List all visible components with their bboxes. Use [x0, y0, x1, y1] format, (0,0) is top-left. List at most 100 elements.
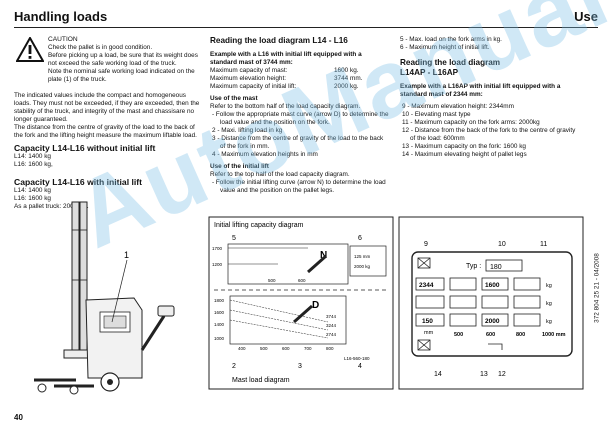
- load-diagram-figure: Initial lifting capacity diagram 5 6 170…: [208, 216, 394, 390]
- svg-text:3244: 3244: [326, 323, 337, 328]
- svg-text:1000 mm: 1000 mm: [542, 332, 566, 338]
- plate-legend-item: 12 - Distance from the back of the fork …: [402, 127, 576, 142]
- svg-text:500: 500: [268, 278, 276, 283]
- diagram-label-6: 6: [358, 235, 362, 242]
- header-title-left: Handling loads: [14, 9, 108, 24]
- mast-item: 4 - Maximum elevation heights in mm: [212, 151, 318, 158]
- mast-load-diagram-caption: Mast load diagram: [232, 377, 290, 384]
- plate-label-9: 9: [424, 241, 428, 248]
- legend-item: 6 - Maximum height of initial lift.: [400, 44, 490, 51]
- caution-line: Check the pallet is in good condition.: [48, 44, 153, 51]
- svg-text:1000: 1000: [214, 336, 225, 341]
- plate-label-10: 10: [498, 241, 506, 248]
- document-code-vertical: 372 804 25 21 - 04/2008: [593, 253, 601, 323]
- plate-row2-height: 150: [422, 318, 433, 325]
- init-intro: Refer to the top half of the load capaci…: [210, 171, 350, 178]
- svg-text:2000 kg: 2000 kg: [354, 264, 371, 269]
- plate-label-12: 12: [498, 371, 506, 378]
- spec-row: Maximum capacity of initial lift:2000 kg…: [210, 83, 359, 90]
- heading-capacity-without-lift: Capacity L14-L16 without initial lift: [14, 143, 156, 153]
- heading-reading-diagram-ap: Reading the load diagram: [400, 58, 501, 67]
- diagram-code: L16-560-180: [344, 356, 370, 361]
- capacity-plate-figure: 9 10 11 Typ : 180 2344 1600 kg kg 150 20…: [398, 216, 584, 390]
- caution-block: CAUTION Check the pallet is in good cond…: [14, 36, 200, 92]
- plate-row1-capacity: 1600: [485, 282, 500, 289]
- heading-reading-diagram-l14-l16: Reading the load diagram L14 - L16: [210, 36, 348, 45]
- figure-label-1: 1: [124, 250, 129, 260]
- truck-illustration: 1: [34, 201, 175, 395]
- svg-text:1200: 1200: [212, 262, 223, 267]
- example-l16: Example with a L16 with initial lift equ…: [210, 51, 362, 66]
- svg-text:400: 400: [238, 346, 246, 351]
- svg-text:700: 700: [304, 346, 312, 351]
- svg-text:1700: 1700: [212, 246, 223, 251]
- plate-row1-height: 2344: [419, 282, 434, 289]
- plate-legend-item: 14 - Maximum elevating height of pallet …: [402, 151, 527, 158]
- svg-text:500: 500: [260, 346, 268, 351]
- arrow-d-label: D: [312, 300, 319, 311]
- plate-legend-item: 13 - Maximum capacity on the fork: 1600 …: [402, 143, 526, 150]
- plate-row2-capacity: 2000: [485, 318, 500, 325]
- diagram-label-5: 5: [232, 235, 236, 242]
- capacity-line: L16: 1600 kg,: [14, 161, 53, 168]
- heading-capacity-with-lift: Capacity L14-L16 with initial lift: [14, 177, 142, 187]
- column-right: 5 - Max. load on the fork arms in kg. 6 …: [400, 36, 582, 159]
- init-item: - Follow the initial lifting curve (arro…: [212, 179, 386, 194]
- svg-text:1600: 1600: [214, 310, 225, 315]
- mast-item: 2 - Maxi. lifting load in kg: [212, 127, 283, 134]
- diagram-label-3: 3: [298, 363, 302, 370]
- svg-text:mm: mm: [424, 330, 434, 336]
- svg-text:125 mm: 125 mm: [354, 254, 371, 259]
- svg-text:1800: 1800: [214, 298, 225, 303]
- svg-text:600: 600: [486, 332, 495, 338]
- mast-item: - Follow the appropriate mast curve (arr…: [212, 111, 389, 126]
- header-rule: [14, 27, 598, 28]
- capacity-line: L14: 1400 kg: [14, 153, 51, 160]
- header-title-right: Use: [574, 9, 598, 24]
- intro-paragraph: The indicated values include the compact…: [14, 92, 200, 123]
- svg-text:600: 600: [282, 346, 290, 351]
- plate-label-14: 14: [434, 371, 442, 378]
- mast-intro: Refer to the bottom half of the load cap…: [210, 103, 361, 110]
- spec-row: Maximum elevation height:3744 mm.: [210, 75, 363, 82]
- intro-paragraph-2: The distance from the centre of gravity …: [14, 124, 197, 139]
- svg-text:2744: 2744: [326, 332, 337, 337]
- caution-title: CAUTION: [48, 36, 78, 43]
- pallet-icon: [417, 339, 431, 351]
- page-number: 40: [14, 413, 23, 422]
- warning-icon: [16, 37, 44, 62]
- svg-text:kg: kg: [546, 319, 552, 325]
- svg-text:500: 500: [454, 332, 463, 338]
- mast-item: 3 - Distance from the centre of gravity …: [212, 135, 384, 150]
- plate-legend-item: 10 - Elevating mast type: [402, 111, 471, 118]
- svg-text:600: 600: [298, 278, 306, 283]
- capacity-line: L16: 1600 kg: [14, 195, 51, 202]
- heading-reading-diagram-ap-models: L14AP - L16AP: [400, 68, 459, 77]
- svg-text:800: 800: [516, 332, 525, 338]
- load-icon: [417, 257, 431, 269]
- spec-row: Maximum capacity of mast:1600 kg.: [210, 67, 359, 74]
- svg-text:kg: kg: [546, 283, 552, 289]
- plate-typ-label: Typ :: [466, 263, 481, 270]
- initial-lift-diagram-title: Initial lifting capacity diagram: [214, 222, 304, 229]
- plate-label-11: 11: [540, 241, 547, 248]
- page-header: Handling loads Use: [14, 9, 598, 27]
- svg-text:3744: 3744: [326, 314, 337, 319]
- legend-item: 5 - Max. load on the fork arms in kg.: [400, 36, 502, 43]
- column-left: CAUTION Check the pallet is in good cond…: [14, 36, 200, 211]
- plate-label-13: 13: [480, 371, 488, 378]
- heading-use-of-initial-lift: Use of the initial lift: [210, 163, 269, 170]
- caution-line: Note the nominal safe working load indic…: [48, 68, 195, 83]
- svg-text:800: 800: [326, 346, 334, 351]
- diagram-label-2: 2: [232, 363, 236, 370]
- svg-text:kg: kg: [546, 301, 552, 307]
- diagram-label-4: 4: [358, 363, 362, 370]
- example-l16ap: Example with a L16AP with initial lift e…: [400, 83, 561, 98]
- plate-typ-value: 180: [490, 264, 502, 271]
- plate-legend-item: 11 - Maximum capacity on the fork arms: …: [402, 119, 540, 126]
- capacity-line: As a pallet truck: 2000 Kg.: [14, 203, 89, 210]
- svg-text:1400: 1400: [214, 322, 225, 327]
- caution-line: Before picking up a load, be sure that i…: [48, 52, 198, 67]
- arrow-n-label: N: [320, 250, 327, 261]
- column-middle: Reading the load diagram L14 - L16 Examp…: [210, 36, 390, 195]
